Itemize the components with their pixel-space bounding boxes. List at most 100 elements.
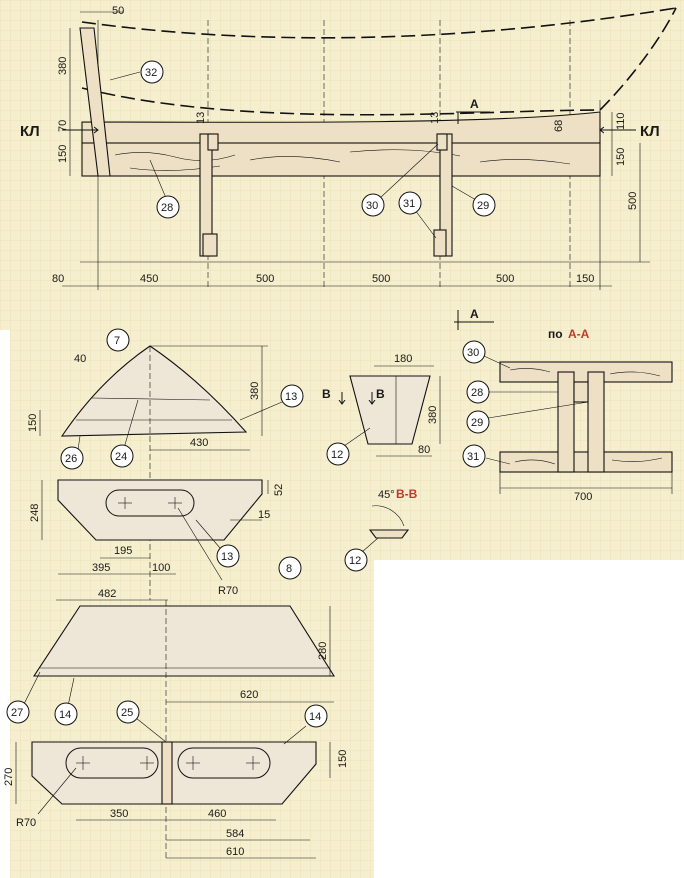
callout-30: 30 <box>361 143 439 217</box>
svg-text:14: 14 <box>59 709 71 721</box>
svg-text:32: 32 <box>145 67 157 79</box>
svg-text:14: 14 <box>309 711 321 723</box>
section-a-top: А <box>470 97 479 111</box>
dim-bottom-450: 450 <box>140 273 158 285</box>
svg-text:31: 31 <box>403 198 415 210</box>
callout-32: 32 <box>109 60 164 84</box>
dim-280: 280 <box>317 642 329 660</box>
dim-482: 482 <box>98 588 116 600</box>
dim-500-v: 500 <box>627 192 639 210</box>
dim-52: 52 <box>273 484 285 496</box>
dim-bow-40: 40 <box>74 353 86 365</box>
aa-post-29 <box>587 371 605 473</box>
chine-curve <box>81 87 601 116</box>
callout-14a: 14 <box>54 677 78 726</box>
callout-29: 29 <box>451 185 496 217</box>
svg-text:27: 27 <box>11 707 23 719</box>
top-elevation: КЛ КЛ А 380 70 150 50 13 13 68 110 150 5… <box>20 5 677 290</box>
dim-380-piece12: 380 <box>427 406 439 424</box>
dim-50: 50 <box>112 5 124 17</box>
dim-r70-stern: R70 <box>16 817 36 829</box>
kl-right-label: КЛ <box>640 123 660 140</box>
dim-150-stern: 150 <box>337 750 349 768</box>
dim-13-b: 13 <box>429 112 441 124</box>
stern-transom-14: 270 150 350 460 584 610 R70 25 14 <box>3 700 349 859</box>
dim-r70-bow: R70 <box>218 585 238 597</box>
aa-board-31 <box>499 451 673 473</box>
svg-text:29: 29 <box>471 417 483 429</box>
svg-text:13: 13 <box>285 391 297 403</box>
dim-angle-45: 45° <box>378 489 395 501</box>
section-b-right: В <box>376 387 385 401</box>
svg-text:28: 28 <box>161 202 173 214</box>
svg-text:А: А <box>470 307 479 321</box>
bow-piece-7: 380 150 40 430 7 13 24 26 <box>27 328 304 600</box>
svg-text:12: 12 <box>349 555 361 567</box>
callout-13a: 13 <box>239 384 304 421</box>
svg-text:24: 24 <box>115 451 127 463</box>
callout-24: 24 <box>110 399 139 468</box>
dim-380-top: 380 <box>57 57 69 75</box>
callout-28: 28 <box>149 159 180 219</box>
dim-270: 270 <box>3 768 15 786</box>
svg-text:7: 7 <box>114 335 120 347</box>
callout-7: 7 <box>106 328 130 352</box>
dim-620: 620 <box>240 689 258 701</box>
dim-100: 100 <box>152 562 170 574</box>
dim-70: 70 <box>57 120 69 132</box>
svg-text:8: 8 <box>286 563 292 575</box>
section-bb: В-В 45° 12 <box>344 487 418 572</box>
section-aa-prefix: по <box>548 327 563 341</box>
post-32 <box>79 27 111 177</box>
stern-piece-8: 482 280 620 8 27 14 <box>6 556 335 860</box>
section-bb-title: В-В <box>396 487 418 501</box>
svg-text:28: 28 <box>471 387 483 399</box>
section-aa: по А-А 700 30 28 29 31 <box>462 327 673 503</box>
dim-bottom-500-c: 500 <box>496 273 514 285</box>
callout-28-aa: 28 <box>466 380 558 404</box>
dim-bow-150: 150 <box>27 414 39 432</box>
dim-700: 700 <box>574 491 592 503</box>
svg-text:26: 26 <box>65 453 77 465</box>
dim-bow-380: 380 <box>249 382 261 400</box>
svg-text:30: 30 <box>467 347 479 359</box>
dim-150-right: 150 <box>615 148 627 166</box>
dim-395: 395 <box>92 562 110 574</box>
kl-left-label: КЛ <box>20 123 40 140</box>
dim-68: 68 <box>553 120 565 132</box>
gunwale-curve <box>81 7 677 39</box>
callout-12a: 12 <box>326 427 371 466</box>
dim-15: 15 <box>258 509 270 521</box>
dim-610: 610 <box>226 846 244 858</box>
svg-text:25: 25 <box>121 707 133 719</box>
dim-13-a: 13 <box>195 112 207 124</box>
dim-150-left: 150 <box>57 145 69 163</box>
bow-transom-13: 248 52 15 195 395 100 R70 13 <box>29 479 285 597</box>
dim-bottom-500-a: 500 <box>256 273 274 285</box>
aa-board-30 <box>499 361 673 383</box>
dim-bow-430: 430 <box>190 437 208 449</box>
piece-12: 180 380 80 В В 12 <box>322 353 441 466</box>
svg-text:29: 29 <box>477 200 489 212</box>
svg-text:31: 31 <box>467 451 479 463</box>
section-a-mid-marker: А <box>454 307 494 330</box>
dim-180: 180 <box>394 353 412 365</box>
dim-460: 460 <box>208 808 226 820</box>
callout-12b: 12 <box>344 537 379 572</box>
dim-80-piece12: 80 <box>418 444 430 456</box>
block-31 <box>433 229 447 257</box>
callout-26: 26 <box>60 435 84 470</box>
dim-350: 350 <box>110 808 128 820</box>
dim-bottom-80: 80 <box>52 273 64 285</box>
svg-text:30: 30 <box>366 200 378 212</box>
callout-13b: 13 <box>195 519 240 568</box>
dim-248: 248 <box>29 504 41 522</box>
dim-584: 584 <box>226 828 244 840</box>
svg-text:13: 13 <box>221 551 233 563</box>
callout-29-aa: 29 <box>466 401 589 434</box>
section-aa-title: А-А <box>568 327 590 341</box>
aa-post-28 <box>557 371 575 473</box>
callout-31: 31 <box>398 191 437 239</box>
